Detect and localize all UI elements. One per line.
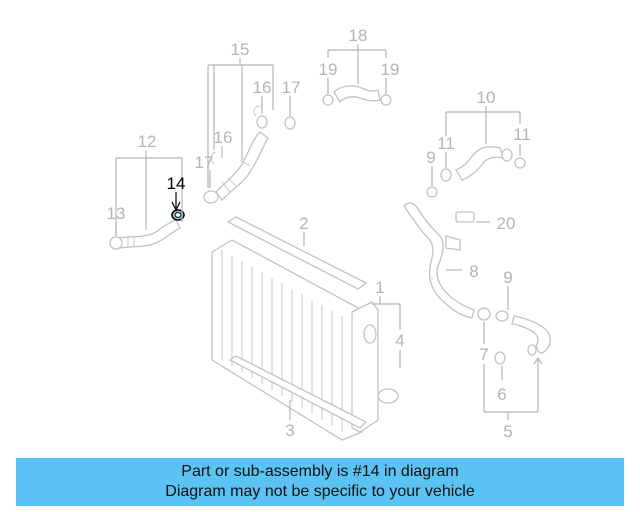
parts-diagram: 15 16 17 16 17 12 13 14 18 19 19 10 11 1… xyxy=(107,26,551,441)
callout-9[interactable]: 9 xyxy=(426,148,435,167)
hose-10 xyxy=(440,146,526,182)
callout-13[interactable]: 13 xyxy=(107,204,126,223)
callout-7[interactable]: 7 xyxy=(479,345,488,364)
callout-20[interactable]: 20 xyxy=(497,214,516,233)
callout-5[interactable]: 5 xyxy=(503,422,512,441)
callout-17[interactable]: 17 xyxy=(282,78,301,97)
leader-lines xyxy=(115,44,543,420)
callout-16[interactable]: 16 xyxy=(253,78,272,97)
callout-4[interactable]: 4 xyxy=(395,331,404,350)
info-banner: Part or sub-assembly is #14 in diagram D… xyxy=(16,458,624,506)
sensor-20 xyxy=(455,211,475,223)
callout-9[interactable]: 9 xyxy=(503,268,512,287)
callout-19[interactable]: 19 xyxy=(381,60,400,79)
callout-3[interactable]: 3 xyxy=(285,421,294,440)
banner-line-part: Part or sub-assembly is #14 in diagram xyxy=(181,463,459,480)
callout-16[interactable]: 16 xyxy=(214,128,233,147)
hose-12 xyxy=(109,219,181,250)
callout-1[interactable]: 1 xyxy=(375,278,384,297)
hose-18 xyxy=(322,85,392,106)
pipe-8 xyxy=(403,186,491,321)
callout-11[interactable]: 11 xyxy=(437,134,455,153)
callout-11[interactable]: 11 xyxy=(513,125,531,144)
callout-labels: 15 16 17 16 17 12 13 14 18 19 19 10 11 1… xyxy=(107,26,531,441)
hose-5 xyxy=(494,310,551,365)
callout-15[interactable]: 15 xyxy=(231,40,250,59)
callout-17[interactable]: 17 xyxy=(195,153,214,172)
hose-15 xyxy=(203,105,296,204)
callout-14[interactable]: 14 xyxy=(167,174,186,193)
callout-18[interactable]: 18 xyxy=(349,26,368,45)
callout-2[interactable]: 2 xyxy=(299,214,308,233)
clamp-14 xyxy=(171,209,185,221)
callout-6[interactable]: 6 xyxy=(497,385,506,404)
callout-12[interactable]: 12 xyxy=(138,132,157,151)
callout-8[interactable]: 8 xyxy=(469,262,478,281)
intercooler-core xyxy=(211,216,399,441)
callout-10[interactable]: 10 xyxy=(477,88,496,107)
banner-line-disclaimer: Diagram may not be specific to your vehi… xyxy=(165,483,475,500)
callout-19[interactable]: 19 xyxy=(319,60,338,79)
